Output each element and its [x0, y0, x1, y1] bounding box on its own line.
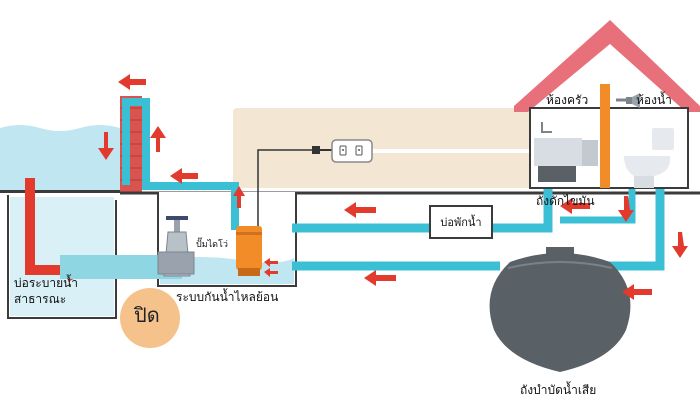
- power-cable: [257, 146, 530, 250]
- bathroom-label: ห้องน้ำ: [636, 93, 672, 107]
- public-drain-label-line2: สาธารณะ: [14, 292, 67, 306]
- gate-valve-icon: [157, 216, 195, 277]
- submersible-pump-icon: [236, 226, 262, 276]
- drain-inflow-arrow: [25, 178, 70, 275]
- backflow-system-label: ระบบกันน้ำไหลย้อน: [176, 290, 279, 304]
- flow-arrows: [98, 74, 688, 300]
- grease-trap-label: ถังดักไขมัน: [536, 194, 595, 208]
- orange-vent-pipe: [600, 84, 610, 188]
- close-label: ปิด: [134, 303, 160, 327]
- roof: [514, 20, 700, 112]
- power-outlet-icon: [331, 139, 373, 163]
- public-drain-label-line1: บ่อระบายน้ำ: [14, 276, 79, 290]
- settling-pit-label: บ่อพักน้ำ: [440, 216, 482, 229]
- pump-label: ปั๊มไดโว่: [196, 240, 228, 250]
- close-badge: [120, 288, 180, 348]
- toilet-icon: [624, 128, 674, 188]
- settling-pit: [429, 205, 493, 239]
- beige-backdrop: [233, 108, 533, 188]
- septic-tank: [489, 247, 631, 372]
- kitchen-label: ห้องครัว: [546, 93, 589, 107]
- sink-icon: [534, 122, 598, 182]
- shower-icon: [616, 93, 640, 108]
- septic-tank-label: ถังบำบัดน้ำเสีย: [520, 383, 597, 397]
